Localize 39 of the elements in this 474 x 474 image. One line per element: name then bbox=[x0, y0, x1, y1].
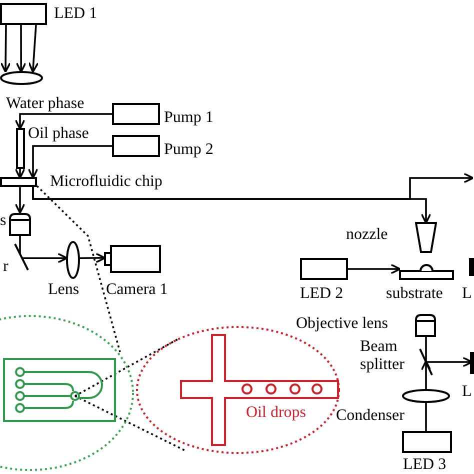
arrow bbox=[14, 168, 26, 179]
arrow bbox=[0, 25, 11, 73]
device-label: Camera 1 bbox=[106, 281, 168, 299]
device-label: Lens bbox=[48, 281, 80, 299]
arrow bbox=[16, 25, 26, 73]
edge-label: Oil phase bbox=[28, 125, 89, 143]
line bbox=[425, 403, 427, 431]
device-label: nozzle bbox=[346, 226, 388, 244]
cropped-label: L bbox=[462, 285, 472, 303]
line bbox=[19, 236, 21, 254]
arrow bbox=[22, 252, 68, 264]
cropped-label: s bbox=[0, 212, 6, 230]
device-label: Condenser bbox=[336, 407, 404, 425]
device-label: Pump 1 bbox=[164, 109, 214, 127]
device-label: LED 2 bbox=[300, 285, 344, 303]
arrow bbox=[80, 252, 106, 264]
dotted-line bbox=[74, 337, 180, 397]
arrow bbox=[14, 113, 112, 130]
device-label: LED 3 bbox=[403, 456, 446, 474]
dotted-line bbox=[36, 185, 121, 352]
device-label: Beam splitter bbox=[360, 338, 406, 374]
arrow bbox=[32, 172, 474, 200]
device-label: Oil drops bbox=[246, 404, 306, 422]
device-label: LED 1 bbox=[54, 5, 98, 23]
arrow bbox=[14, 187, 26, 214]
device-label: Microfluidic chip bbox=[50, 173, 162, 191]
device-label: Pump 2 bbox=[164, 141, 214, 159]
arrow bbox=[28, 24, 39, 73]
edge-label: Water phase bbox=[6, 95, 84, 113]
cropped-label: r bbox=[3, 258, 8, 276]
device-label: substrate bbox=[386, 285, 443, 303]
cropped-label: L bbox=[462, 383, 472, 401]
arrow bbox=[426, 356, 473, 368]
arrow bbox=[28, 145, 112, 179]
line bbox=[425, 337, 427, 362]
arrow bbox=[420, 360, 432, 389]
dotted-line bbox=[74, 395, 186, 452]
arrow bbox=[348, 264, 401, 274]
device-label: Objective lens bbox=[296, 315, 388, 333]
